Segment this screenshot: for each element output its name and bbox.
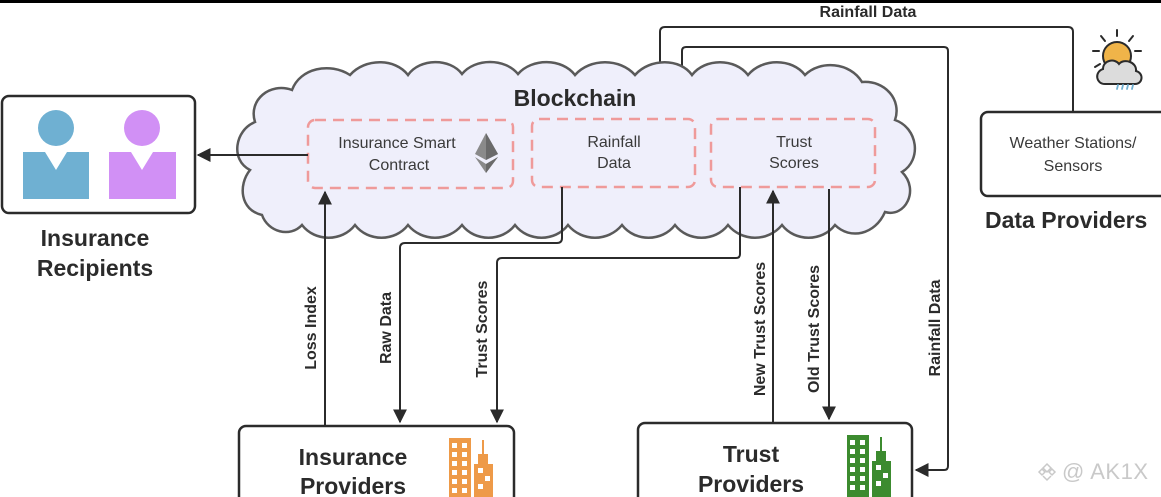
edge-raw-data xyxy=(393,187,563,424)
insurance-recipients-label-1: Insurance xyxy=(41,225,150,251)
weather-stations-label-1: Weather Stations/ xyxy=(1010,135,1137,152)
trust-providers-box[interactable]: Trust Providers xyxy=(636,421,914,497)
edge-label-old-trust-scores: Old Trust Scores xyxy=(806,265,823,393)
rainfall-data-box[interactable]: Rainfall Data xyxy=(530,117,697,189)
weather-stations-box[interactable]: Weather Stations/ Sensors xyxy=(979,110,1161,198)
trust-scores-label-1: Trust xyxy=(776,134,812,151)
insurance-recipients-box[interactable] xyxy=(0,94,197,215)
edge-label-new-trust-scores: New Trust Scores xyxy=(752,262,769,396)
trust-scores-label-2: Scores xyxy=(769,155,819,172)
data-providers-label: Data Providers xyxy=(985,207,1147,233)
trust-providers-label-1: Trust xyxy=(723,441,780,467)
buildings-icon-green xyxy=(847,435,891,497)
insurance-providers-label-2: Providers xyxy=(300,473,406,497)
weather-sun-rain-icon xyxy=(1092,29,1143,90)
edge-label-loss-index: Loss Index xyxy=(303,286,320,370)
edge-label-rainfall-top: Rainfall Data xyxy=(820,4,917,21)
insurance-providers-label-1: Insurance xyxy=(299,444,408,470)
insurance-providers-box[interactable]: Insurance Providers xyxy=(237,424,516,497)
trust-providers-label-2: Providers xyxy=(698,471,804,497)
ethereum-icon xyxy=(475,133,498,173)
insurance-recipients-label-2: Recipients xyxy=(37,255,153,281)
buildings-icon-orange xyxy=(449,438,493,497)
edge-label-trust-scores: Trust Scores xyxy=(474,280,491,377)
blockchain-title: Blockchain xyxy=(514,85,637,111)
smart-contract-label-1: Insurance Smart xyxy=(338,135,456,152)
edge-label-rainfall-right: Rainfall Data xyxy=(927,279,944,376)
blockchain-cloud xyxy=(236,60,917,239)
person-icon-purple xyxy=(109,110,176,199)
edge-label-raw-data: Raw Data xyxy=(378,292,395,364)
edge-trust-scores xyxy=(490,187,741,424)
rainfall-data-label-2: Data xyxy=(597,155,631,172)
edge-rainfall-right xyxy=(681,46,949,477)
watermark: @ AK1X xyxy=(1036,459,1149,485)
top-border xyxy=(0,0,1161,3)
rainfall-data-label-1: Rainfall xyxy=(587,134,640,151)
weather-stations-label-2: Sensors xyxy=(1044,158,1103,175)
edge-rainfall-top xyxy=(653,26,1074,114)
binance-logo-icon xyxy=(1037,462,1057,482)
smart-contract-label-2: Contract xyxy=(369,157,430,174)
person-icon-blue xyxy=(23,110,89,199)
watermark-text: @ AK1X xyxy=(1062,459,1149,484)
trust-scores-box[interactable]: Trust Scores xyxy=(709,117,877,189)
